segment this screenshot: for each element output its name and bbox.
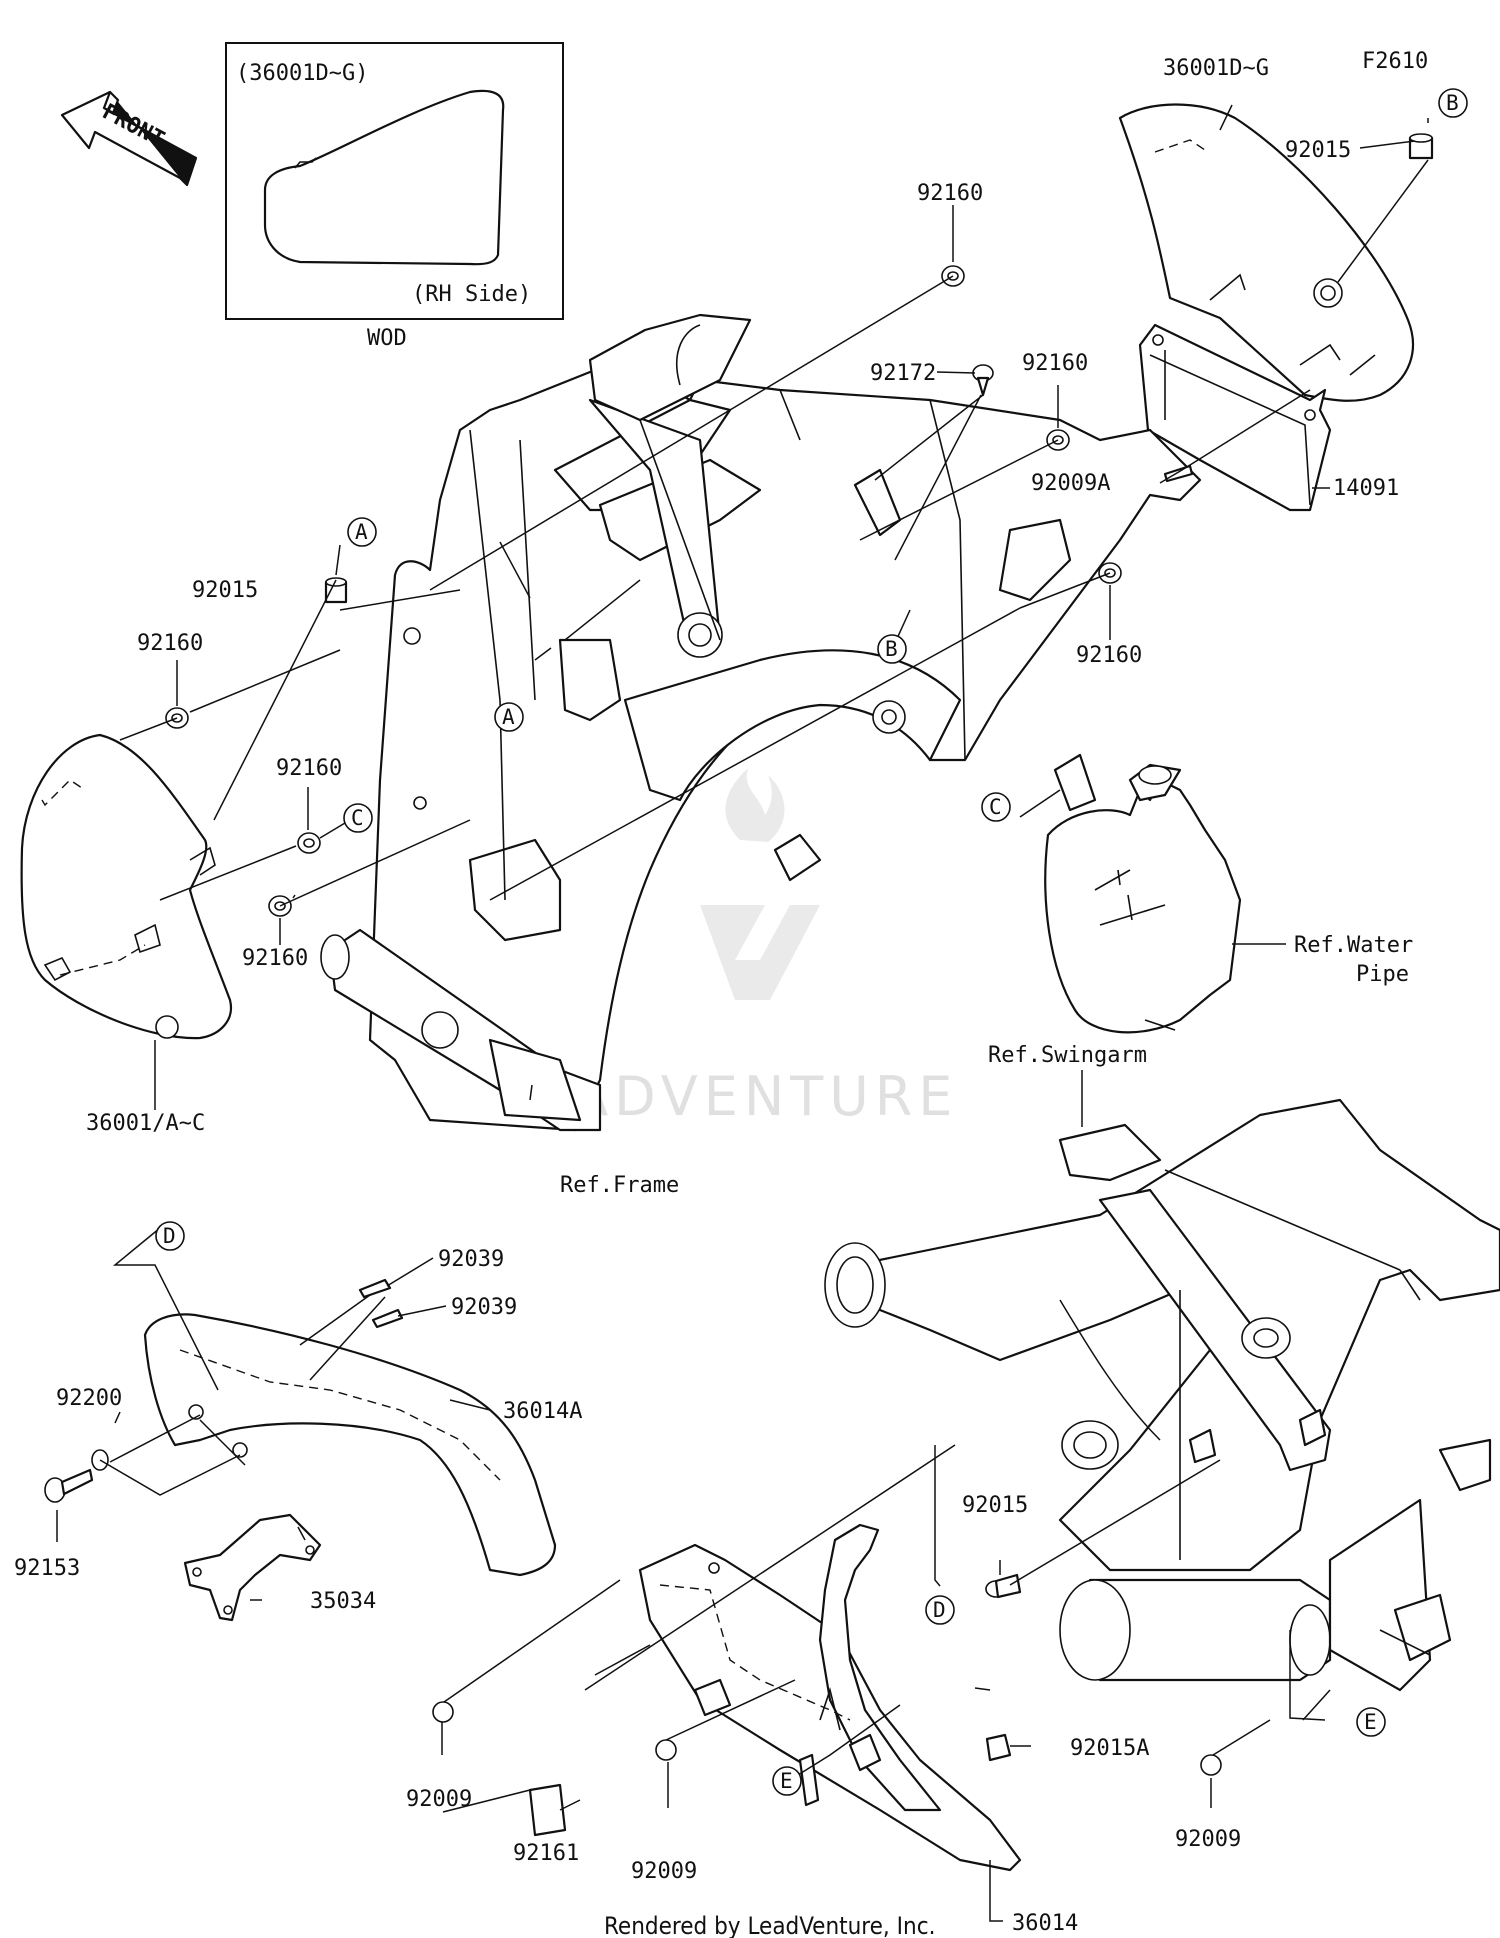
label-14091: 14091 [1333, 476, 1399, 501]
inset-side: (RH Side) [412, 282, 531, 307]
chain-cover-36014 [638, 1523, 1022, 1872]
label-92153: 92153 [14, 1556, 80, 1581]
inset-box: (36001D~G) (RH Side) [225, 42, 564, 320]
bracket-35034 [183, 1513, 322, 1622]
frame [320, 313, 1202, 1132]
label-36001DG: 36001D~G [1163, 56, 1269, 81]
label-92160-left: 92160 [137, 631, 203, 656]
label-ref-water: Ref.Water [1294, 933, 1413, 958]
label-92009A: 92009A [1031, 471, 1110, 496]
figure-code: F2610 [1362, 49, 1428, 74]
label-92200: 92200 [56, 1386, 122, 1411]
label-92161: 92161 [513, 1841, 579, 1866]
pad-92161 [528, 1783, 567, 1837]
label-92172: 92172 [870, 361, 936, 386]
label-92015-a: 92015 [192, 578, 258, 603]
svg-text:C: C [351, 806, 364, 830]
bolt-92009-a [432, 1701, 454, 1723]
label-92015-b: 92015 [1285, 138, 1351, 163]
svg-text:D: D [163, 1224, 176, 1248]
swingarm [824, 1098, 1500, 1692]
svg-text:B: B [1446, 91, 1459, 115]
callout-c-pump: C [981, 792, 1011, 822]
label-ref-water-pipe: Pipe [1356, 962, 1409, 987]
inset-title: (36001D~G) [236, 61, 368, 86]
svg-text:E: E [780, 1769, 793, 1793]
bracket-14091 [1138, 323, 1332, 512]
screw-92172 [972, 364, 994, 397]
callout-b-top: B [1438, 88, 1468, 118]
collars-92015 [324, 133, 1434, 604]
label-92009-3: 92009 [1175, 1827, 1241, 1852]
label-92009-2: 92009 [631, 1859, 697, 1884]
bolt-92153 [44, 1468, 94, 1503]
callout-d-swing: D [925, 1595, 955, 1625]
water-pump-cover [1044, 753, 1242, 1034]
label-92015-d: 92015 [962, 1493, 1028, 1518]
label-36014A: 36014A [503, 1399, 582, 1424]
front-arrow: FRONT [60, 90, 198, 187]
svg-text:E: E [1364, 1710, 1377, 1734]
leader-lines [56, 104, 1429, 1922]
right-side-cover [1118, 103, 1415, 402]
label-92160-low: 92160 [242, 946, 308, 971]
label-92160-c: 92160 [276, 756, 342, 781]
label-ref-swingarm: Ref.Swingarm [988, 1043, 1147, 1068]
svg-text:A: A [355, 520, 368, 544]
callout-c-left: C [343, 803, 373, 833]
callout-b-frame: B [877, 634, 907, 664]
label-92015A: 92015A [1070, 1736, 1149, 1761]
watermark-logo [700, 768, 820, 1000]
label-92039-1: 92039 [438, 1247, 504, 1272]
svg-text:A: A [502, 705, 515, 729]
bolt-92009-b [655, 1739, 677, 1761]
label-92039-2: 92039 [451, 1295, 517, 1320]
label-92160-mid: 92160 [1022, 351, 1088, 376]
callout-a-top: A [347, 517, 377, 547]
label-36001AC: 36001/A~C [86, 1111, 205, 1136]
callout-a-frame: A [494, 702, 524, 732]
chain-guard-36014A [143, 1313, 557, 1577]
rivets-92039 [358, 1278, 404, 1329]
svg-text:D: D [933, 1598, 946, 1622]
svg-text:B: B [885, 637, 898, 661]
label-36014: 36014 [1012, 1911, 1078, 1936]
bolt-92009-c [1200, 1754, 1222, 1776]
left-side-cover [20, 733, 233, 1040]
label-ref-frame: Ref.Frame [560, 1173, 679, 1198]
svg-text:C: C [989, 795, 1002, 819]
label-92160-top: 92160 [917, 181, 983, 206]
nut-92015A [985, 1733, 1012, 1762]
tag-small [693, 1678, 732, 1717]
callout-e-swing: E [1356, 1707, 1386, 1737]
callout-d-guard: D [155, 1221, 185, 1251]
footer-credit: Rendered by LeadVenture, Inc. [604, 1912, 935, 1938]
callout-e-cover: E [772, 1766, 802, 1796]
label-92160-right: 92160 [1076, 643, 1142, 668]
label-35034: 35034 [310, 1589, 376, 1614]
collar-92015-d [985, 1573, 1022, 1599]
inset-caption: WOD [367, 326, 407, 351]
label-92009-1: 92009 [406, 1787, 472, 1812]
